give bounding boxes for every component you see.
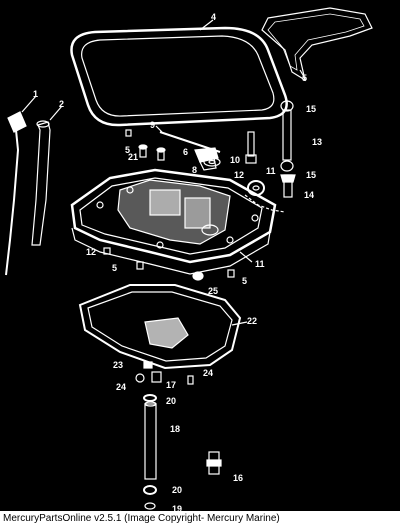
callout-6[interactable]: 6 [183, 147, 189, 157]
callout-12-left[interactable]: 12 [86, 247, 97, 257]
part-18-pipe [143, 394, 157, 510]
callout-20-top[interactable]: 20 [166, 396, 177, 406]
callout-1[interactable]: 1 [33, 89, 39, 99]
callout-11[interactable]: 11 [255, 259, 265, 269]
callout-13[interactable]: 13 [312, 137, 323, 147]
part-9-stud [203, 131, 257, 167]
part-1-dipstick [5, 95, 37, 276]
part-4-bracket [261, 7, 373, 82]
callout-25[interactable]: 25 [208, 286, 219, 296]
callout-24-left[interactable]: 24 [116, 382, 127, 392]
callout-15-mid[interactable]: 15 [306, 170, 317, 180]
callout-19[interactable]: 19 [172, 504, 183, 514]
callout-21[interactable]: 21 [128, 152, 139, 162]
copyright-footer: MercuryPartsOnline v2.5.1 (Image Copyrig… [0, 511, 400, 526]
part-3-gasket [70, 19, 288, 127]
callout-5-top[interactable]: 5 [125, 145, 131, 155]
callout-5-left[interactable]: 5 [112, 263, 118, 273]
part-10-grommet [244, 180, 286, 213]
callout-24-right[interactable]: 24 [203, 368, 214, 378]
callout-15-top[interactable]: 15 [306, 104, 317, 114]
callout-14[interactable]: 14 [304, 190, 315, 200]
callout-5-right[interactable]: 5 [242, 276, 248, 286]
part-2-tube [31, 105, 63, 246]
callout-18[interactable]: 18 [170, 424, 181, 434]
callout-7[interactable]: 9 [150, 120, 156, 130]
part-16-fitting [206, 451, 222, 475]
callout-4[interactable]: 5 [302, 73, 308, 83]
lower-small-parts [135, 361, 194, 385]
callout-3[interactable]: 4 [211, 12, 217, 22]
part-11-housing [70, 168, 277, 275]
callout-12-top[interactable]: 12 [234, 170, 245, 180]
part-22-gasket-plate [78, 284, 248, 370]
exploded-view-drawing [5, 7, 373, 510]
callout-23[interactable]: 23 [113, 360, 124, 370]
part-13-tube [280, 100, 296, 198]
housing-nuts [103, 247, 235, 281]
callout-2[interactable]: 2 [59, 99, 65, 109]
callout-17[interactable]: 17 [166, 380, 177, 390]
callout-8[interactable]: 8 [192, 165, 198, 175]
callout-10[interactable]: 11 [266, 166, 276, 176]
callout-22[interactable]: 22 [247, 316, 258, 326]
callout-16[interactable]: 16 [233, 473, 244, 483]
callout-20-bottom[interactable]: 20 [172, 485, 183, 495]
callout-9[interactable]: 10 [230, 155, 241, 165]
